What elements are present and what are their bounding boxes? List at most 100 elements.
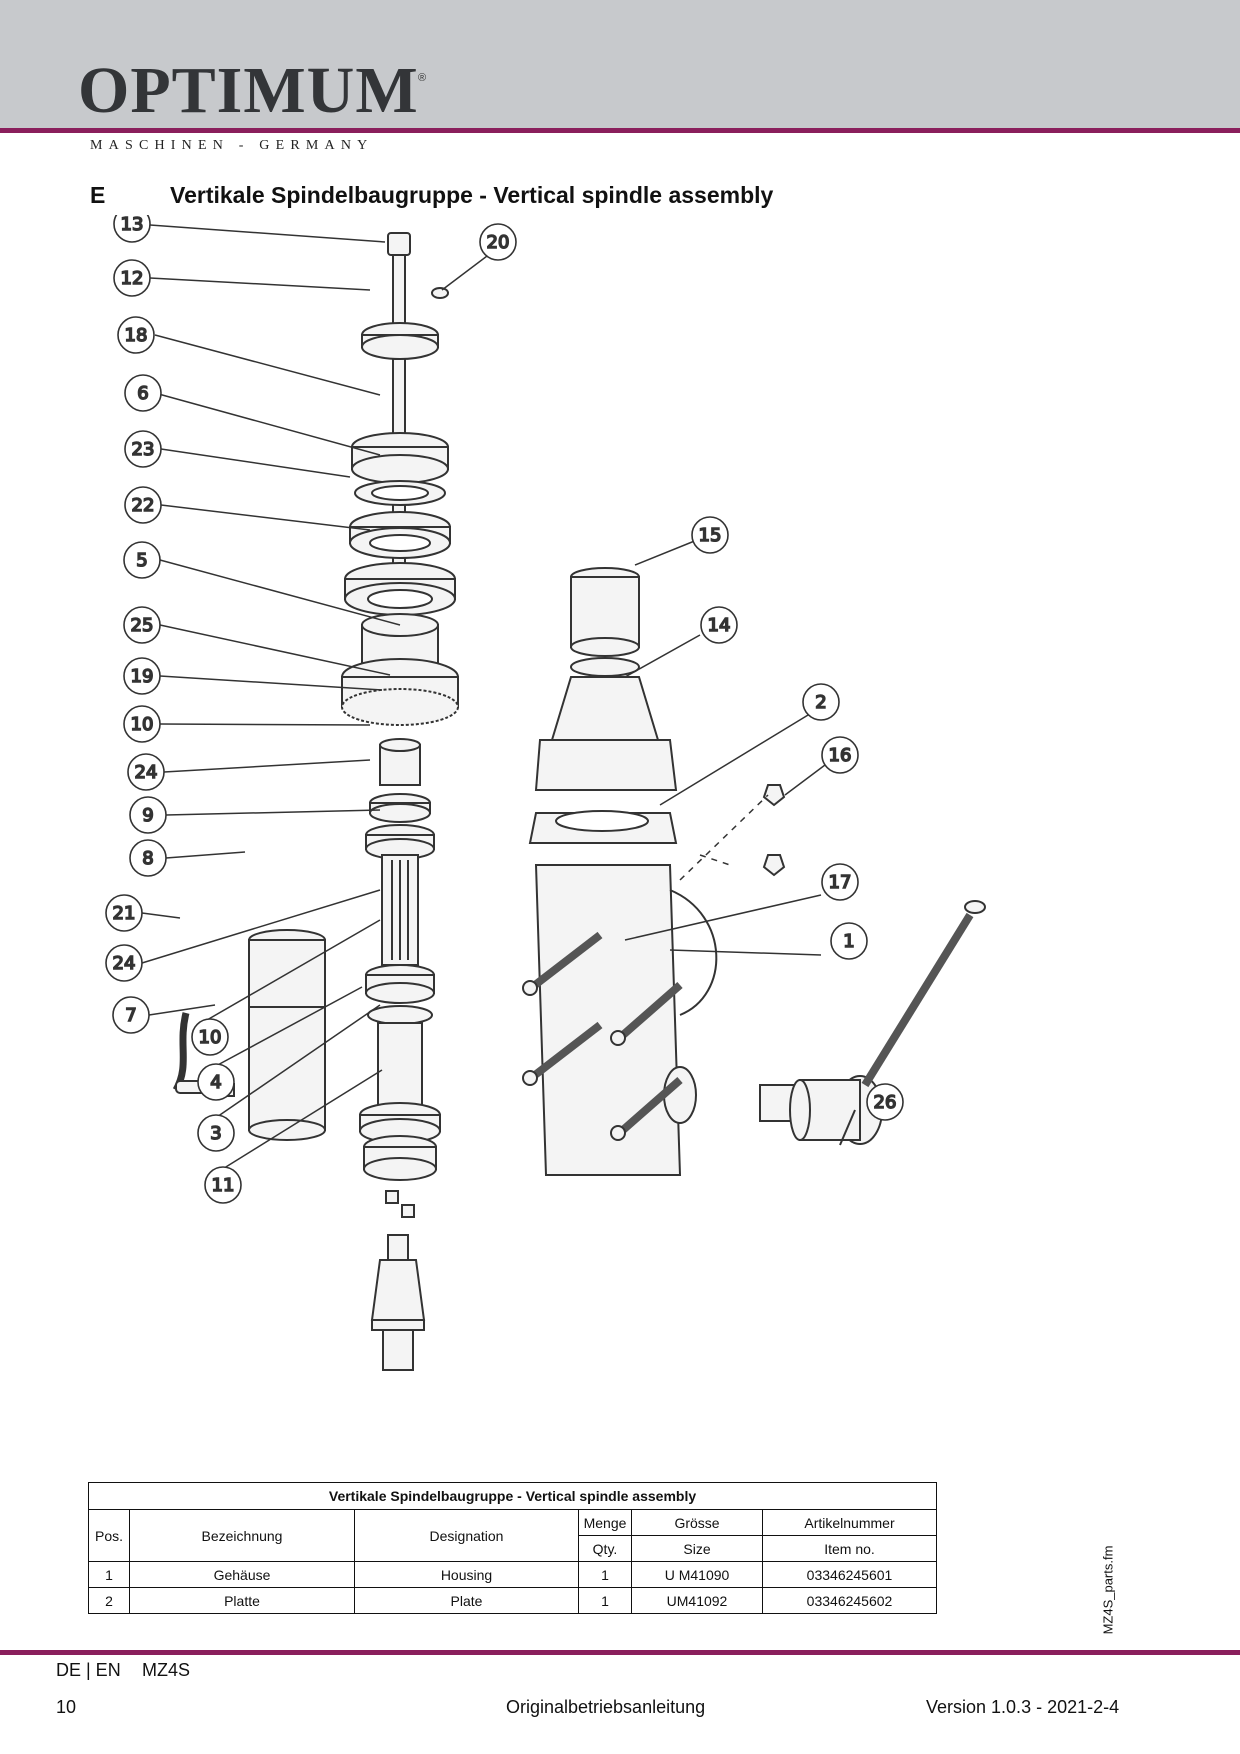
callout-2: 2 <box>802 683 840 721</box>
handle-21 <box>172 1012 190 1092</box>
svg-text:5: 5 <box>136 550 147 571</box>
header-qty: Qty. <box>578 1535 632 1562</box>
callout-5: 5 <box>123 541 161 579</box>
callout-11: 11 <box>204 1166 242 1204</box>
callout-3: 3 <box>197 1114 235 1152</box>
table-row: 1 Gehäuse Housing 1 U M41090 03346245601 <box>88 1561 937 1588</box>
footer-version: Version 1.0.3 - 2021-2-4 <box>926 1697 1120 1717</box>
svg-text:13: 13 <box>121 215 144 235</box>
svg-text:1: 1 <box>843 931 854 952</box>
callout-8: 8 <box>129 839 167 877</box>
svg-text:2: 2 <box>815 692 826 713</box>
svg-text:10: 10 <box>199 1027 222 1048</box>
header-band <box>0 0 1240 128</box>
row-size: U M41090 <box>631 1561 763 1588</box>
brand-tagline: MASCHINEN - GERMANY <box>90 138 374 153</box>
housing-top-flange <box>534 739 678 791</box>
page-number: 10 <box>56 1697 77 1717</box>
svg-text:23: 23 <box>132 439 155 460</box>
fine-feed-lever <box>861 912 974 1088</box>
table-caption: Vertikale Spindelbaugruppe - Vertical sp… <box>88 1482 937 1510</box>
row-bezeichnung: Gehäuse <box>129 1561 355 1588</box>
footer-languages: DE | EN <box>56 1660 121 1680</box>
callout-20: 20 <box>479 223 517 261</box>
row-qty: 1 <box>578 1587 632 1614</box>
table-row: 2 Platte Plate 1 UM41092 03346245602 <box>88 1587 937 1614</box>
callout-15: 15 <box>691 516 729 554</box>
row-size: UM41092 <box>631 1587 763 1614</box>
row-pos: 1 <box>88 1561 130 1588</box>
header-size: Size <box>631 1535 763 1562</box>
callout-12: 12 <box>113 259 151 297</box>
svg-text:21: 21 <box>113 903 136 924</box>
svg-text:18: 18 <box>125 325 148 346</box>
row-item-no: 03346245602 <box>762 1587 937 1614</box>
callout-26: 26 <box>866 1083 904 1121</box>
section-title: Vertikale Spindelbaugruppe - Vertical sp… <box>170 182 774 208</box>
header-bezeichnung: Bezeichnung <box>129 1509 355 1562</box>
callout-4: 4 <box>197 1063 235 1101</box>
nut-16-b <box>762 854 786 877</box>
callout-24-lower: 24 <box>105 944 143 982</box>
callout-25: 25 <box>123 606 161 644</box>
row-qty: 1 <box>578 1561 632 1588</box>
svg-text:24: 24 <box>113 953 136 974</box>
key-11 <box>385 1190 399 1204</box>
header-artikelnummer: Artikelnummer <box>762 1509 937 1536</box>
header-menge: Menge <box>578 1509 632 1536</box>
svg-text:14: 14 <box>708 615 731 636</box>
file-name-text: MZ4S_parts.fm <box>1100 1545 1116 1635</box>
row-pos: 2 <box>88 1587 130 1614</box>
callout-21: 21 <box>105 894 143 932</box>
row-bezeichnung: Platte <box>129 1587 355 1614</box>
callout-23: 23 <box>124 430 162 468</box>
svg-text:17: 17 <box>829 872 852 893</box>
svg-text:19: 19 <box>131 666 154 687</box>
svg-text:4: 4 <box>210 1072 221 1093</box>
callout-24: 24 <box>127 753 165 791</box>
header-item-no: Item no. <box>762 1535 937 1562</box>
callout-16: 16 <box>821 736 859 774</box>
callout-6: 6 <box>124 374 162 412</box>
callout-18: 18 <box>117 316 155 354</box>
housing-1 <box>534 864 682 1176</box>
ring-14 <box>570 657 640 677</box>
section-letter: E <box>90 182 106 208</box>
bolt-17-b <box>620 981 683 1039</box>
svg-text:3: 3 <box>210 1123 221 1144</box>
brand-logo: OPTIMUM <box>78 54 419 127</box>
svg-text:16: 16 <box>829 745 852 766</box>
footer-model: MZ4S <box>142 1660 191 1680</box>
svg-text:7: 7 <box>125 1005 136 1026</box>
row-designation: Plate <box>354 1587 579 1614</box>
bolt-17-a <box>532 931 603 989</box>
svg-text:22: 22 <box>132 495 155 516</box>
tool-arbor <box>387 1234 409 1261</box>
svg-text:11: 11 <box>212 1175 235 1196</box>
registered-mark: ® <box>418 72 427 84</box>
callout-7: 7 <box>112 996 150 1034</box>
svg-text:6: 6 <box>137 383 148 404</box>
callout-22: 22 <box>124 486 162 524</box>
svg-text:15: 15 <box>699 525 722 546</box>
header-rule <box>0 128 1240 133</box>
svg-text:20: 20 <box>487 232 510 253</box>
header-pos: Pos. <box>88 1509 130 1562</box>
file-name-label: MZ4S_parts.fm <box>1098 1540 1118 1640</box>
nut-16 <box>762 784 786 807</box>
callout-17: 17 <box>821 863 859 901</box>
row-item-no: 03346245601 <box>762 1561 937 1588</box>
footer-rule <box>0 1650 1240 1655</box>
callout-14: 14 <box>700 606 738 644</box>
callout-10: 10 <box>123 705 161 743</box>
svg-text:25: 25 <box>131 615 154 636</box>
drawbar-nut <box>387 232 411 256</box>
svg-text:26: 26 <box>874 1092 897 1113</box>
small-screw <box>431 287 449 299</box>
row-designation: Housing <box>354 1561 579 1588</box>
header-groesse: Grösse <box>631 1509 763 1536</box>
ring-10-lower <box>367 1005 433 1025</box>
footer-document-title: Originalbetriebsanleitung <box>506 1697 706 1717</box>
header-designation: Designation <box>354 1509 579 1562</box>
callout-19: 19 <box>123 657 161 695</box>
